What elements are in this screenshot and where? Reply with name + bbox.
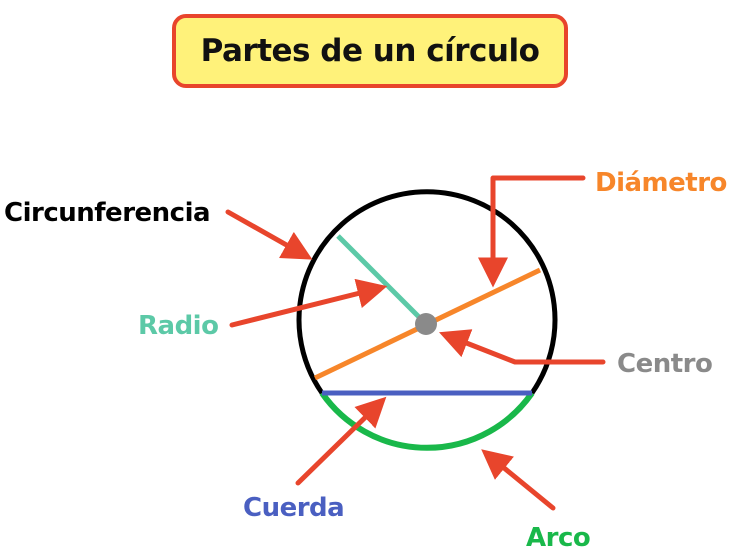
label-diametro: Diámetro xyxy=(595,168,727,198)
title-box: Partes de un círculo xyxy=(172,14,568,88)
arrow-cuerda xyxy=(295,396,387,486)
label-radio: Radio xyxy=(138,311,218,341)
arrow-circunferencia xyxy=(225,209,313,260)
arrow-radio xyxy=(229,278,388,328)
arrow-centro xyxy=(439,329,606,365)
radius xyxy=(336,234,428,326)
arrow-arco xyxy=(481,449,556,511)
label-centro: Centro xyxy=(617,349,712,379)
page-title: Partes de un círculo xyxy=(200,33,540,69)
label-cuerda: Cuerda xyxy=(243,493,344,523)
arc xyxy=(319,391,535,451)
arrow-diametro xyxy=(478,175,586,288)
label-circunferencia: Circunferencia xyxy=(4,198,210,228)
circumference xyxy=(296,189,558,395)
label-arco: Arco xyxy=(526,523,590,553)
center-point xyxy=(415,313,437,335)
